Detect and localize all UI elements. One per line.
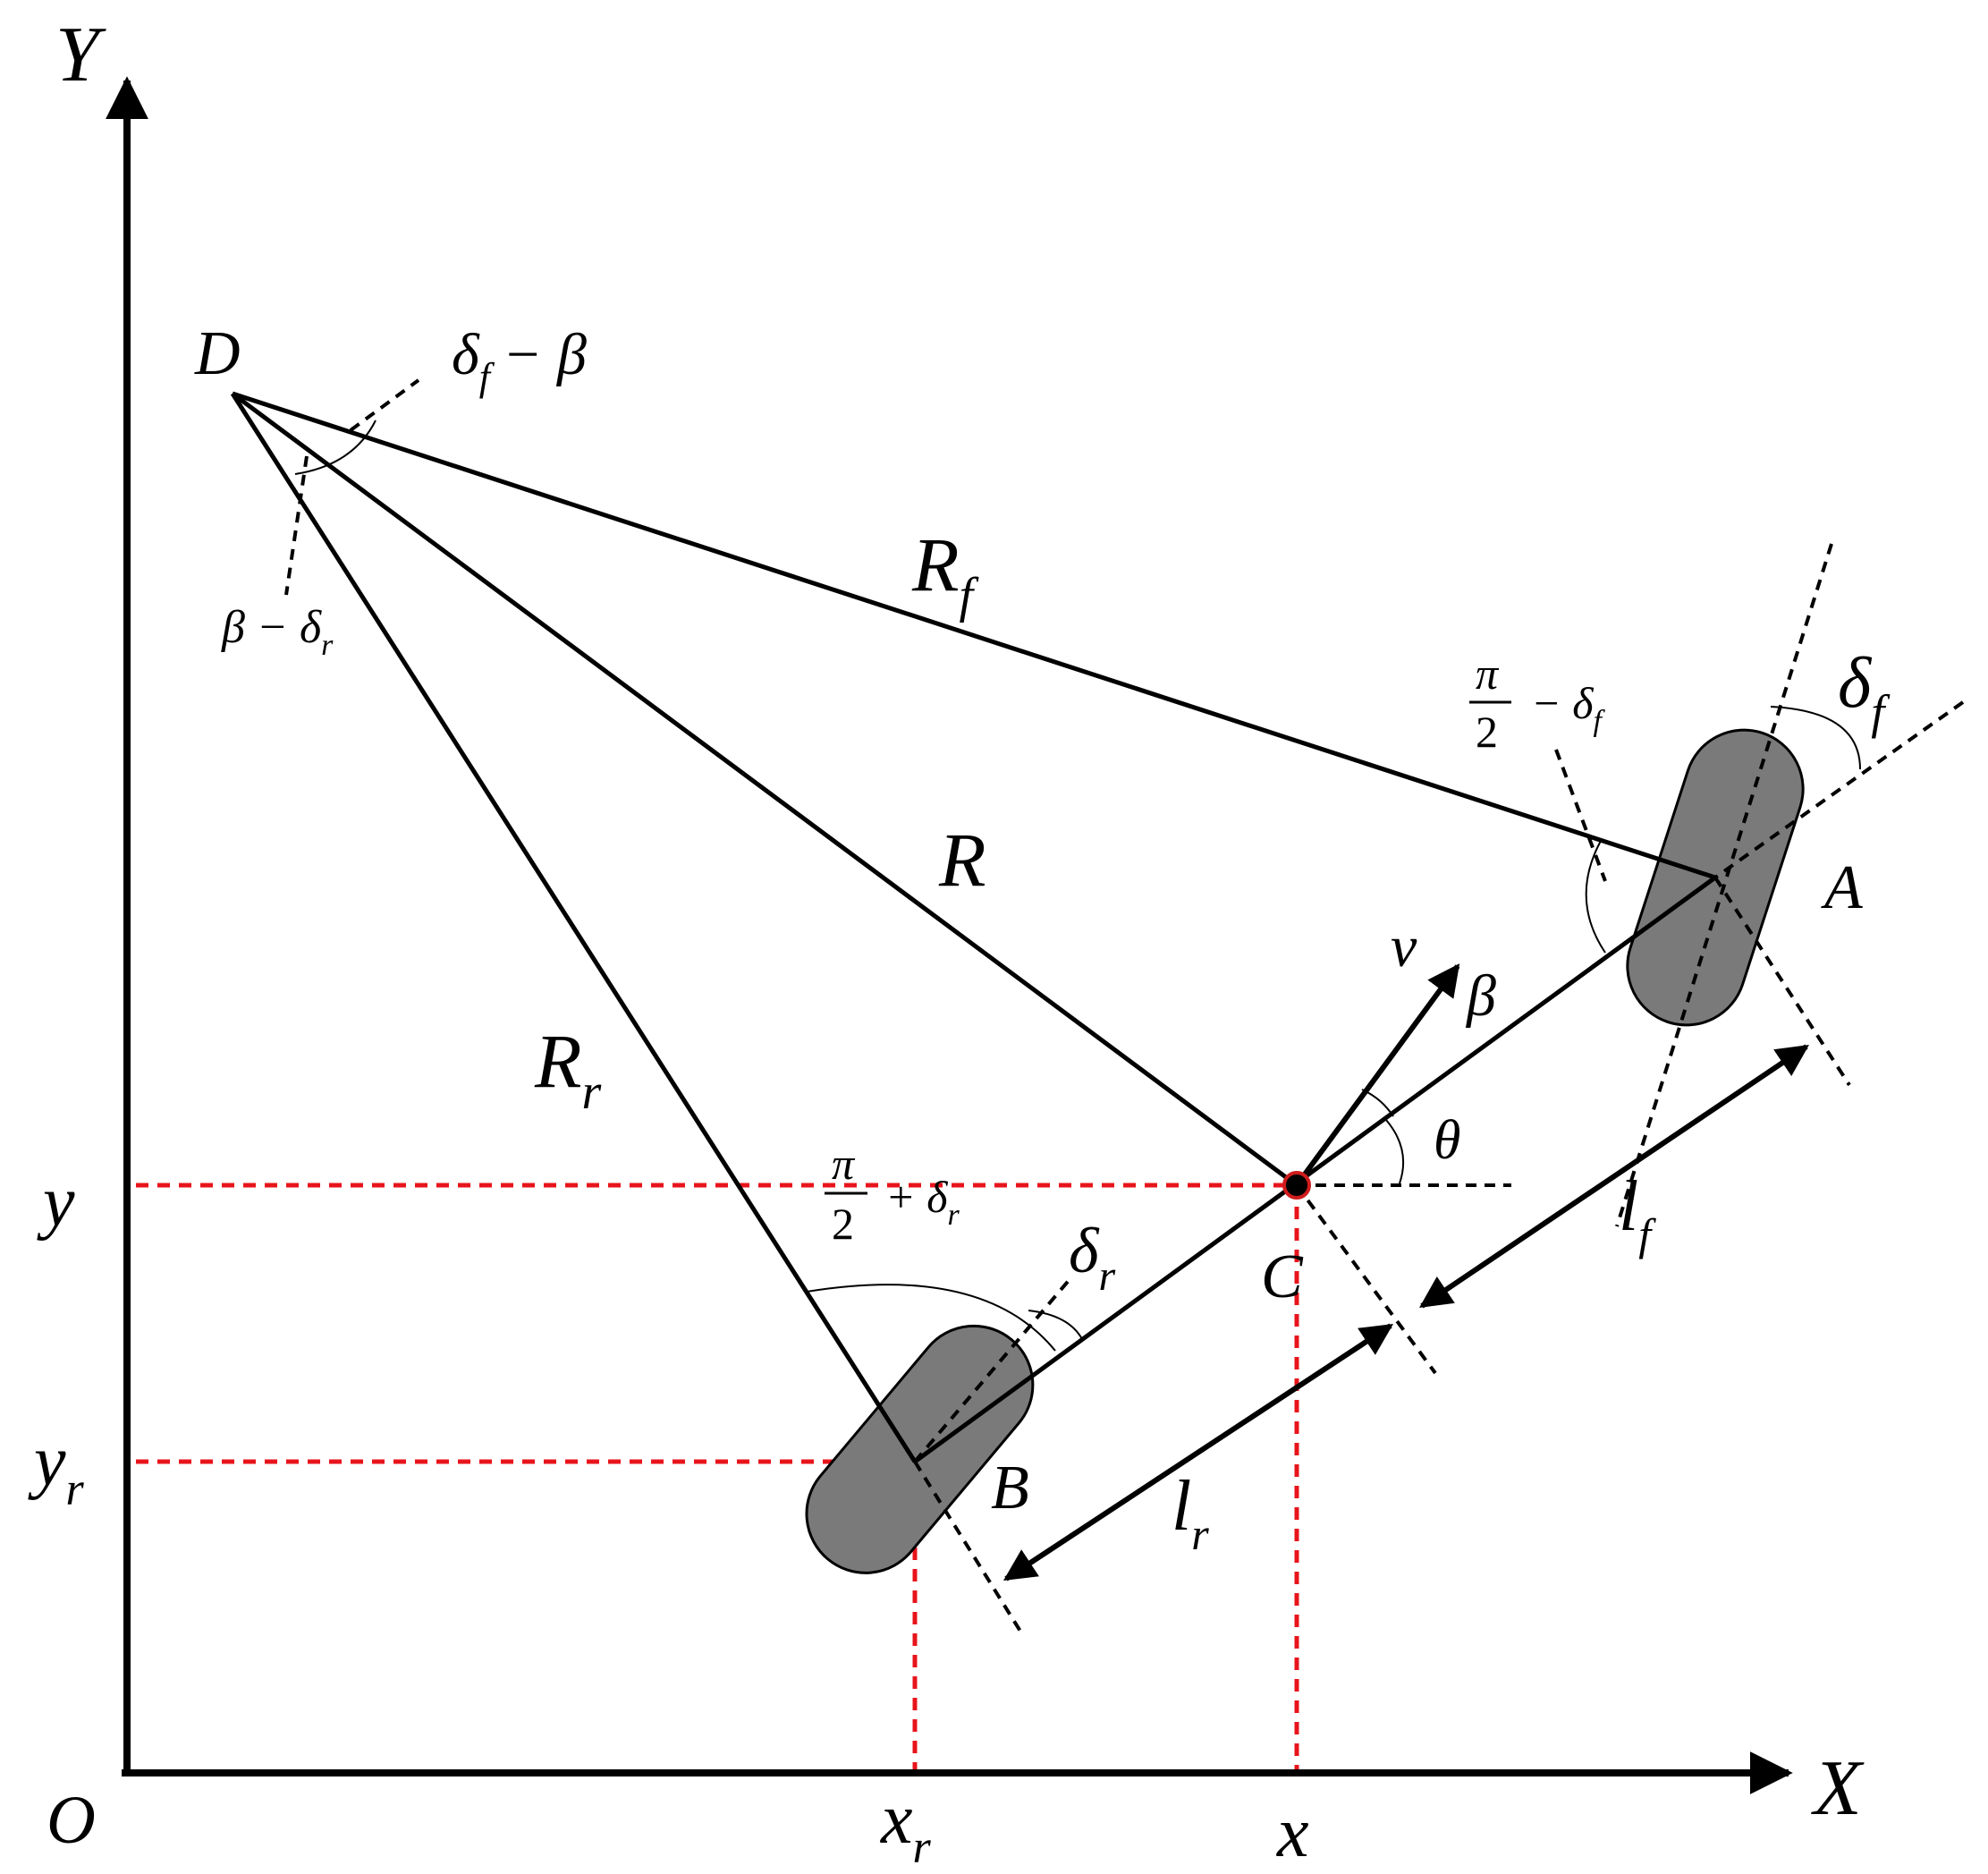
line-D-A bbox=[232, 391, 1716, 880]
arc-delta-r bbox=[1028, 1310, 1083, 1340]
delta-f-label: δf bbox=[1838, 644, 1891, 739]
yr-coord-label: yr bbox=[28, 1422, 85, 1515]
rear-wheel-heading bbox=[913, 1276, 1073, 1463]
point-C-label: C bbox=[1261, 1242, 1304, 1311]
front-wheel-heading bbox=[1713, 700, 1965, 879]
y-coord-label: y bbox=[37, 1163, 75, 1242]
delta-f-minus-beta-label: δf− β bbox=[452, 322, 587, 399]
point-A-label: A bbox=[1821, 853, 1863, 922]
velocity-label: v bbox=[1391, 914, 1417, 979]
center-of-mass-point bbox=[1282, 1171, 1311, 1200]
pi-half-minus-delta-f-label: π 2 − δf bbox=[1469, 649, 1605, 757]
pi-numerator-f: π bbox=[1476, 649, 1500, 699]
pi-numerator-r: π bbox=[832, 1139, 856, 1189]
arc-delta-f bbox=[1770, 706, 1861, 770]
front-wheel-normal bbox=[1713, 876, 1851, 1087]
pi-denominator-f: 2 bbox=[1476, 707, 1498, 757]
D-angle-dash-1 bbox=[349, 378, 420, 432]
x-axis-label: X bbox=[1811, 1745, 1865, 1832]
rear-wheel bbox=[805, 1324, 1035, 1574]
theta-label: θ bbox=[1434, 1110, 1460, 1171]
y-axis-label: Y bbox=[55, 12, 106, 98]
point-B-label: B bbox=[991, 1454, 1029, 1522]
arc-theta bbox=[1385, 1119, 1405, 1184]
Rf-label: Rf bbox=[911, 521, 980, 623]
front-normal-mark bbox=[1554, 749, 1607, 882]
lf-dimension-arrow bbox=[1419, 1044, 1809, 1309]
Rr-label: Rr bbox=[534, 1018, 602, 1120]
arc-D bbox=[294, 420, 376, 475]
lr-dimension-arrow bbox=[1002, 1323, 1394, 1581]
c-normal bbox=[1295, 1183, 1437, 1375]
origin-label: O bbox=[47, 1783, 96, 1858]
projection-lines bbox=[136, 1183, 1299, 1773]
line-D-C bbox=[231, 391, 1299, 1188]
xr-coord-label: xr bbox=[880, 1780, 932, 1873]
delta-r-label: δr bbox=[1069, 1215, 1115, 1300]
rear-wheel-normal bbox=[913, 1460, 1026, 1639]
angle-arcs bbox=[294, 420, 1861, 1352]
plus-delta-r: + δr bbox=[885, 1172, 960, 1232]
pi-denominator-r: 2 bbox=[832, 1199, 854, 1249]
lr-label: lr bbox=[1172, 1467, 1209, 1559]
D-angle-dash-2 bbox=[284, 455, 309, 596]
line-D-B bbox=[230, 392, 918, 1463]
arc-pi-half-minus-delta-f bbox=[1585, 840, 1606, 954]
arrows bbox=[106, 76, 1809, 1794]
geometry-lines bbox=[230, 391, 1717, 1464]
R-label: R bbox=[938, 817, 986, 903]
beta-label: β bbox=[1465, 963, 1496, 1029]
point-D-label: D bbox=[194, 319, 241, 388]
lf-label: lf bbox=[1619, 1167, 1656, 1259]
pi-half-plus-delta-r-label: π 2 + δr bbox=[825, 1139, 960, 1249]
minus-delta-f: − δf bbox=[1531, 678, 1605, 738]
velocity-arrow bbox=[1294, 963, 1460, 1187]
beta-minus-delta-r-label: β − δr bbox=[221, 602, 334, 662]
x-coord-label: x bbox=[1276, 1793, 1309, 1872]
front-wheel-axis bbox=[1615, 543, 1833, 1227]
